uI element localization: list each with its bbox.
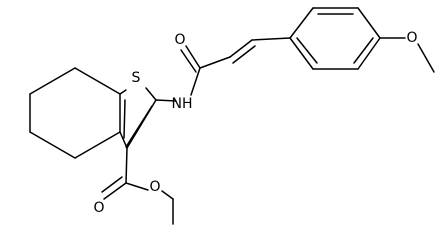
chemical-structure-diagram: S NH O O O O xyxy=(29,7,435,225)
benzene-ring-bonds xyxy=(289,7,381,70)
ester-carbonyl-oxygen-label: O xyxy=(93,200,104,216)
ester-ether-oxygen-label: O xyxy=(149,179,160,195)
amide-oxygen-label: O xyxy=(174,32,185,48)
cyclohexane-ring-bonds xyxy=(29,67,121,159)
methyl-ester-bonds xyxy=(101,147,174,225)
methoxy-oxygen-label: O xyxy=(406,30,417,46)
acrylamide-linker-bonds xyxy=(155,37,291,102)
thiophene-ring-bonds xyxy=(119,87,157,149)
methoxy-group-bonds xyxy=(379,37,435,73)
amide-nitrogen-label: NH xyxy=(172,96,193,112)
sulfur-atom-label: S xyxy=(132,70,141,86)
